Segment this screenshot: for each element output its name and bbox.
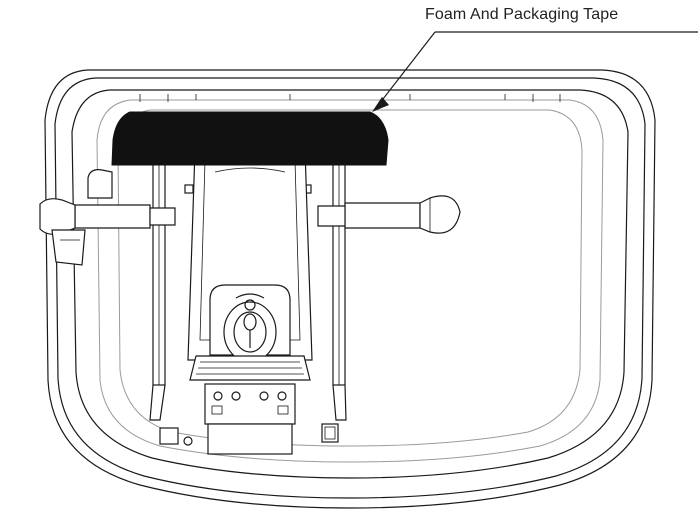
bottom-details	[159, 423, 339, 446]
foam-block	[111, 111, 389, 166]
callout-arrowhead-icon	[372, 97, 389, 112]
left-handle-bracket	[51, 169, 113, 266]
stabilizer-bar	[39, 195, 461, 235]
outer-tray	[44, 69, 656, 509]
pedal-tread	[189, 355, 311, 455]
callout-label: Foam And Packaging Tape	[425, 6, 619, 23]
callout-leader-line	[375, 31, 436, 109]
tray-floor	[96, 99, 604, 463]
crank-housing	[209, 284, 291, 363]
rim-ticks	[139, 94, 561, 102]
